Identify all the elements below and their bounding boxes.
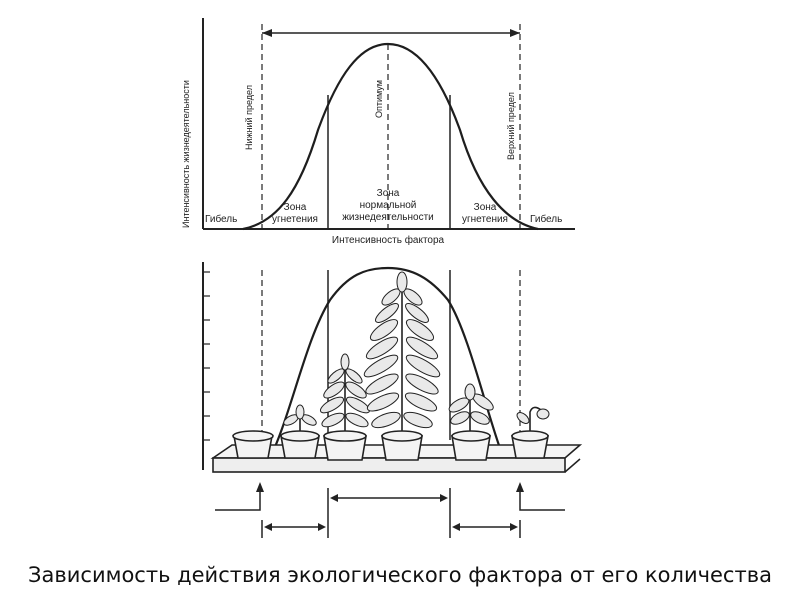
pot-dead-left [232, 430, 274, 459]
normal-zone-label-1: Зона [377, 188, 400, 199]
tolerance-curve [242, 42, 539, 231]
range-brackets [215, 482, 565, 538]
oppression-left-label-2: угнетения [272, 214, 318, 225]
oppression-right-label-2: угнетения [462, 214, 508, 225]
slide-caption: Зависимость действия экологического факт… [28, 563, 772, 587]
arrow-head-right-icon [510, 29, 520, 37]
oppression-right-label-1: Зона [474, 202, 497, 213]
x-axis-label: Интенсивность фактора [332, 234, 445, 246]
axis-ticks [203, 271, 210, 441]
tolerance-diagram: Интенсивность жизнедеятельности Интенсив… [181, 18, 583, 538]
death-left-label: Гибель [205, 213, 237, 225]
normal-zone-label-3: жизнедеятельности [342, 212, 434, 223]
pot-large-plant [363, 271, 441, 461]
upper-limit-label: Верхний предел [506, 92, 516, 160]
pot-small-plant-right [448, 383, 494, 461]
pot-small-plant [280, 404, 320, 459]
shelf-side [564, 458, 581, 473]
tolerance-curve-2 [267, 266, 507, 463]
pot-medium-plant [319, 353, 371, 461]
oppression-left-label-1: Зона [284, 202, 307, 213]
normal-zone-label-2: нормальной [360, 200, 417, 211]
lower-limit-label: Нижний предел [244, 85, 254, 150]
death-right-label: Гибель [530, 213, 562, 225]
tolerance-graph: Интенсивность жизнедеятельности Интенсив… [181, 18, 575, 246]
optimum-label: Оптимум [374, 80, 384, 118]
y-axis-label: Интенсивность жизнедеятельности [181, 80, 191, 228]
pot-wilted-plant [511, 406, 550, 459]
arrow-head-left-icon [262, 29, 272, 37]
plants-illustration [202, 262, 583, 538]
